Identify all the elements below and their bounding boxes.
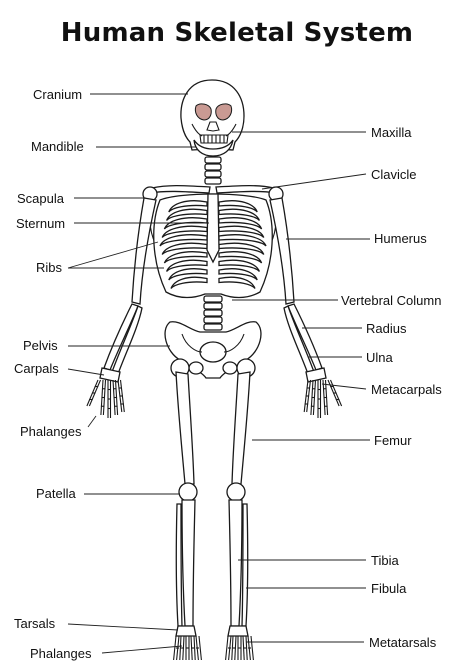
label-ulna: Ulna xyxy=(366,350,394,365)
label-tarsals: Tarsals xyxy=(14,616,56,631)
label-pelvis: Pelvis xyxy=(23,338,58,353)
vertebra xyxy=(203,316,223,324)
hand-right xyxy=(303,379,343,418)
label-humerus: Humerus xyxy=(374,231,427,246)
label-cranium: Cranium xyxy=(33,87,82,102)
rib-left xyxy=(170,276,208,289)
rib-left xyxy=(168,200,208,213)
leg-left xyxy=(170,358,198,627)
eye-socket-left xyxy=(194,103,212,121)
rib-right xyxy=(218,234,267,247)
leader-tarsals xyxy=(67,623,179,631)
label-metacarpals: Metacarpals xyxy=(371,382,442,397)
leader-phalanges-hand xyxy=(87,415,97,428)
vertebra xyxy=(203,323,223,331)
toe-bone xyxy=(231,635,234,661)
rib-left xyxy=(168,268,208,281)
hand-left xyxy=(86,379,125,418)
label-maxilla: Maxilla xyxy=(371,125,412,140)
leader-lines xyxy=(67,93,370,654)
eye-socket-right xyxy=(215,103,233,121)
toe-bone xyxy=(179,635,182,661)
arm-left xyxy=(99,197,157,383)
label-fibula: Fibula xyxy=(371,581,407,596)
clavicles xyxy=(142,184,284,202)
label-metatarsals: Metatarsals xyxy=(369,635,437,650)
leader-ribs-upper xyxy=(67,241,159,269)
foot-right xyxy=(225,625,254,661)
label-radius: Radius xyxy=(366,321,407,336)
tarsal-bone xyxy=(175,625,197,637)
label-patella: Patella xyxy=(36,486,77,501)
rib-right xyxy=(218,217,263,230)
cervical-spine xyxy=(204,156,222,185)
pelvis-bone xyxy=(164,321,262,379)
labels: Cranium Mandible Maxilla Clavicle Scapul… xyxy=(14,87,442,661)
rib-right xyxy=(218,200,258,213)
skeleton-figure xyxy=(86,79,343,661)
rib-left xyxy=(165,259,208,272)
label-phalanges-foot: Phalanges xyxy=(30,646,92,661)
rib-right xyxy=(218,225,265,238)
toe-bone xyxy=(250,635,254,661)
toe-bone xyxy=(245,635,248,661)
label-phalanges-hand: Phalanges xyxy=(20,424,82,439)
rib-left xyxy=(163,251,208,264)
toe-bone xyxy=(173,635,177,661)
toe-bone xyxy=(198,635,202,661)
toe-bone xyxy=(193,635,196,661)
vertebra xyxy=(203,302,223,310)
label-vertebral-column: Vertebral Column xyxy=(341,293,441,308)
label-tibia: Tibia xyxy=(371,553,399,568)
label-ribs: Ribs xyxy=(36,260,63,275)
label-mandible: Mandible xyxy=(31,139,84,154)
label-clavicle: Clavicle xyxy=(371,167,417,182)
label-scapula: Scapula xyxy=(17,191,65,206)
rib-left xyxy=(159,234,208,247)
rib-left xyxy=(161,225,208,238)
rib-right xyxy=(218,208,261,221)
rib-right xyxy=(218,276,256,289)
leader-clavicle xyxy=(261,173,367,190)
leader-metacarpals xyxy=(321,383,367,390)
diagram-title: Human Skeletal System xyxy=(60,18,414,48)
lumbar-spine xyxy=(203,295,223,331)
rib-left xyxy=(165,208,208,221)
toe-bone xyxy=(225,635,229,661)
rib-right xyxy=(218,259,261,272)
vertebra xyxy=(203,295,223,303)
label-carpals: Carpals xyxy=(14,361,59,376)
skull xyxy=(180,79,245,157)
leader-phalanges-foot xyxy=(101,645,183,654)
tarsal-bone xyxy=(227,625,249,637)
sternum-bone xyxy=(206,193,220,264)
rib-right xyxy=(218,242,265,255)
rib-left xyxy=(161,242,208,255)
leg-right xyxy=(226,358,256,627)
rib-left xyxy=(163,217,208,230)
label-sternum: Sternum xyxy=(16,216,65,231)
rib-right xyxy=(218,251,263,264)
arm-right xyxy=(269,197,327,383)
rib-cage xyxy=(153,193,273,299)
foot-left xyxy=(173,625,202,661)
label-femur: Femur xyxy=(374,433,412,448)
vertebra xyxy=(203,309,223,317)
leader-carpals xyxy=(67,368,105,376)
rib-right xyxy=(218,268,258,281)
